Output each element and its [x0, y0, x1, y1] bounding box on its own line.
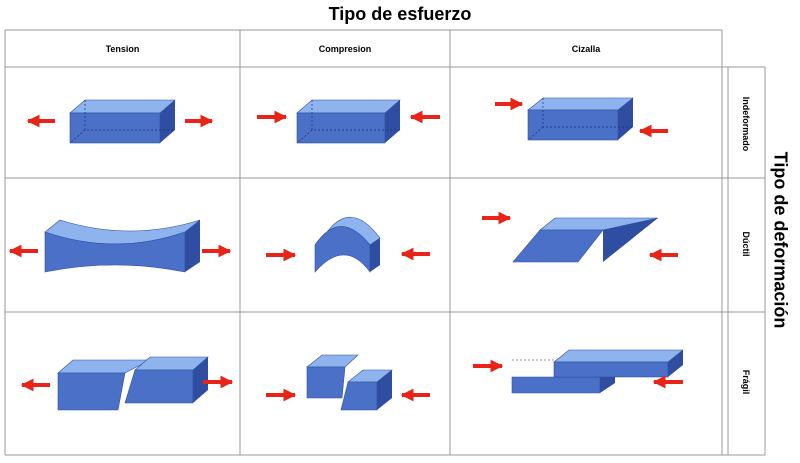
column-header-cizalla: Cizalla — [571, 44, 601, 54]
diagram-title: Tipo de esfuerzo — [328, 4, 472, 24]
block-compresion-undeformed — [296, 99, 401, 144]
block-tension-undeformed — [69, 99, 176, 144]
block-cizalla-undeformed — [527, 97, 634, 141]
block-tension-ductile — [44, 219, 201, 273]
block-compresion-fragile — [306, 354, 393, 411]
block-cizalla-ductile — [512, 217, 659, 263]
column-header-compresion: Compresion — [318, 44, 372, 54]
column-header-tension: Tension — [105, 44, 140, 54]
block-tension-fragile — [57, 356, 209, 411]
stress-arrows — [8, 97, 683, 402]
block-cizalla-fragile — [511, 349, 684, 394]
grid-lines — [4, 29, 766, 456]
block-compresion-ductile — [314, 216, 381, 273]
